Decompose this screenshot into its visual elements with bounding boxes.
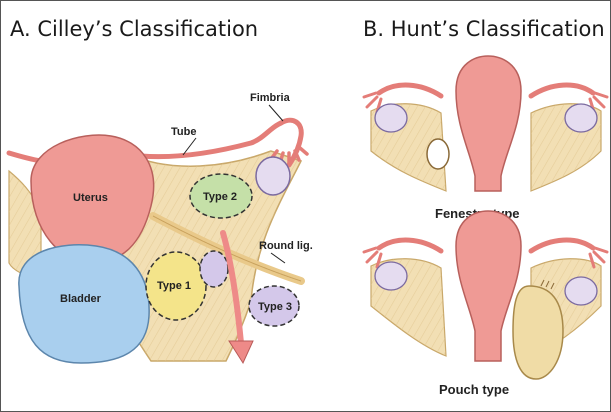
- label-uterus: Uterus: [73, 192, 108, 204]
- arrow-head: [229, 341, 253, 363]
- pouch-diagram: Pouch type: [364, 211, 607, 397]
- panel-a-diagram: Fimbria Tube Uterus Type 2 Round lig. Ty…: [9, 92, 313, 363]
- label-type1: Type 1: [157, 280, 191, 292]
- type-purple-zone: [200, 251, 228, 287]
- uterus-pouch: [456, 211, 521, 361]
- fenestra-hole: [427, 139, 449, 169]
- label-fimbria: Fimbria: [250, 92, 291, 104]
- ovary-a: [256, 157, 290, 195]
- panel-b-title: B. Hunt’s Classification: [363, 17, 605, 41]
- label-tube: Tube: [171, 126, 196, 138]
- tube: [141, 123, 281, 157]
- label-round-lig: Round lig.: [259, 240, 313, 252]
- fenestra-diagram: Fenestra type: [364, 56, 607, 221]
- pouch-sac: [513, 286, 563, 379]
- left-tube: [9, 153, 41, 161]
- label-bladder: Bladder: [60, 293, 102, 305]
- label-type3: Type 3: [258, 301, 292, 313]
- uterus-fenestra: [456, 56, 521, 191]
- panel-a-title: A. Cilley’s Classification: [10, 17, 258, 41]
- label-type2: Type 2: [203, 191, 237, 203]
- label-pouch-type: Pouch type: [439, 382, 509, 397]
